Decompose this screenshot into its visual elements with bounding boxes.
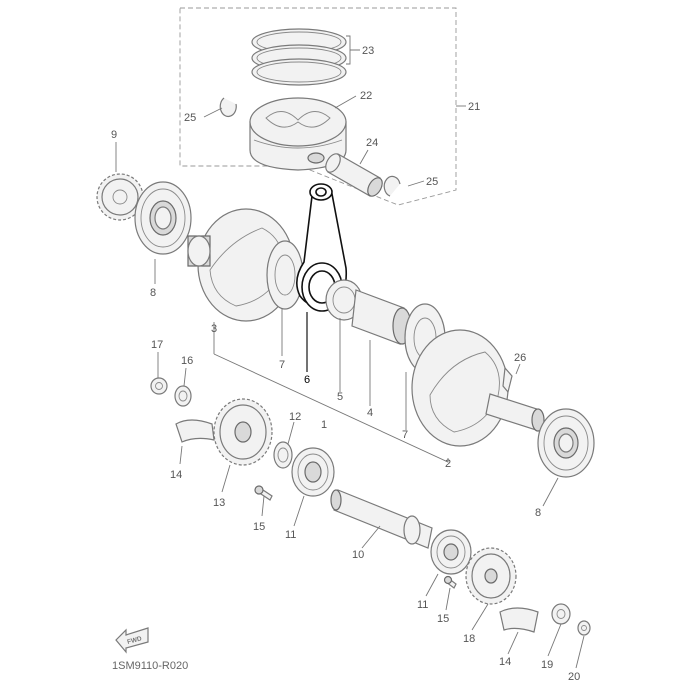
- callout-2: 2: [445, 458, 451, 470]
- balancer-driven-gear: [465, 547, 517, 605]
- piston: [249, 97, 347, 171]
- callout-15-left: 15: [253, 521, 265, 533]
- callout-5: 5: [337, 391, 343, 403]
- balancer-bearing-right: [430, 529, 472, 575]
- balancer-weight-right: [499, 607, 539, 633]
- callout-15-right: 15: [437, 613, 449, 625]
- timing-gear: [96, 173, 144, 221]
- connecting-rod: [296, 183, 348, 312]
- callout-9: 9: [111, 129, 117, 141]
- nut: [150, 377, 168, 395]
- callout-25-right: 25: [426, 176, 438, 188]
- piston-rings: [251, 28, 347, 86]
- balancer-drive-gear: [213, 398, 273, 466]
- callout-8-right: 8: [535, 507, 541, 519]
- balancer-weight-left: [175, 419, 215, 443]
- callout-22: 22: [360, 90, 372, 102]
- callout-20: 20: [568, 671, 580, 683]
- callout-8-left: 8: [150, 287, 156, 299]
- callout-12: 12: [289, 411, 301, 423]
- callout-11-left: 11: [285, 529, 296, 541]
- callout-13: 13: [213, 497, 225, 509]
- callout-labels: 23 22 21 25 24 25 9 8 3 7 6 5 4 1 7 2 26…: [111, 45, 580, 683]
- crank-pin: [351, 289, 412, 345]
- balancer-bearing-left: [291, 447, 335, 497]
- callout-18: 18: [463, 633, 475, 645]
- callout-24: 24: [366, 137, 378, 149]
- washer: [551, 603, 571, 625]
- piston-pin: [325, 153, 383, 197]
- bearing-left: [134, 181, 192, 255]
- callout-21: 21: [468, 101, 480, 113]
- bolt-right: [443, 575, 457, 589]
- callout-10: 10: [352, 549, 364, 561]
- callout-4: 4: [367, 407, 373, 419]
- callout-7-right: 7: [402, 429, 408, 441]
- forward-arrow-icon: FWD: [115, 627, 149, 654]
- leader-lines: [115, 35, 585, 669]
- callout-26: 26: [514, 352, 526, 364]
- lock-washer: [174, 385, 192, 407]
- callout-17: 17: [151, 339, 163, 351]
- woodruff-key: [502, 366, 513, 394]
- callout-3: 3: [211, 323, 217, 335]
- callout-1: 1: [321, 419, 327, 431]
- callout-6: 6: [304, 374, 310, 386]
- callout-23: 23: [362, 45, 374, 57]
- forward-label: FWD: [126, 635, 142, 646]
- callout-16: 16: [181, 355, 193, 367]
- crank-web-right: [411, 329, 545, 447]
- circlip-left: [219, 97, 237, 118]
- balancer-shaft: [330, 489, 433, 549]
- callout-7-left: 7: [279, 359, 285, 371]
- callout-25-left: 25: [184, 112, 196, 124]
- bolt-left: [254, 485, 273, 501]
- drawing-code: 1SM9110-R020: [112, 660, 188, 672]
- nut-small: [577, 620, 591, 636]
- collar: [273, 441, 293, 469]
- callout-11-right: 11: [417, 599, 428, 611]
- callout-14-right: 14: [499, 656, 511, 668]
- bearing-right: [537, 408, 595, 478]
- callout-19: 19: [541, 659, 553, 671]
- callout-14-left: 14: [170, 469, 182, 481]
- circlip-right: [383, 175, 401, 197]
